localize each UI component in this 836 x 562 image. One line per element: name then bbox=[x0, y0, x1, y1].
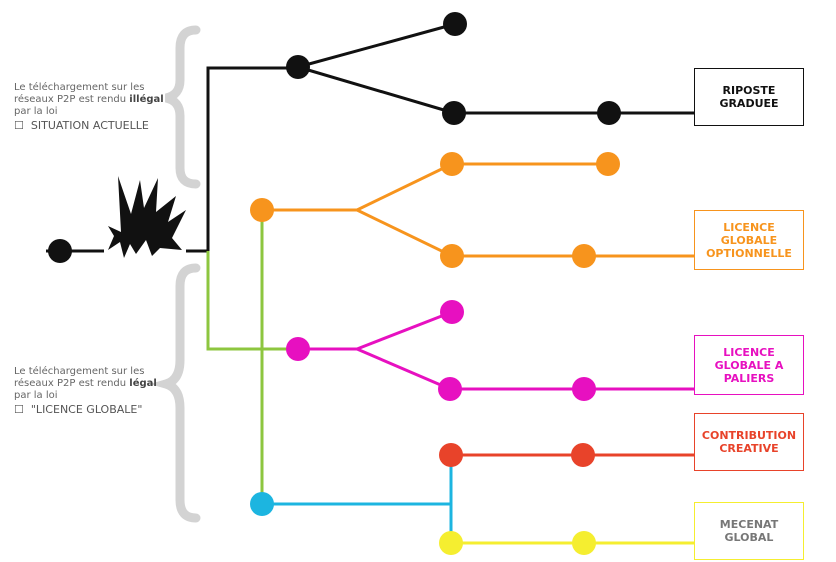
cyan-node-start bbox=[250, 492, 274, 516]
magenta-node-start bbox=[286, 337, 310, 361]
orange-line-up bbox=[356, 162, 453, 212]
box-licence-pal-line3: PALIERS bbox=[723, 371, 775, 385]
box-licence-opt-line3: OPTIONNELLE bbox=[706, 246, 792, 260]
magenta-node-end bbox=[572, 377, 596, 401]
orange-node-up-end bbox=[596, 152, 620, 176]
orange-node-up bbox=[440, 152, 464, 176]
magenta-line-down bbox=[356, 347, 451, 391]
red-node-start bbox=[439, 443, 463, 467]
note-legal: Le téléchargement sur les réseaux P2P es… bbox=[14, 366, 174, 416]
box-licence-pal-line1: LICENCE bbox=[723, 345, 775, 359]
black-node-split bbox=[286, 55, 310, 79]
yellow-node-end bbox=[572, 531, 596, 555]
situation-text-legal: "LICENCE GLOBALE" bbox=[30, 403, 143, 416]
box-mecenat-line1: MECENAT bbox=[719, 518, 779, 531]
orange-node-down bbox=[440, 244, 464, 268]
brace-top bbox=[164, 25, 201, 189]
box-mecenat-line2: GLOBAL bbox=[724, 531, 774, 544]
black-down-line bbox=[297, 65, 455, 115]
box-licence-opt-line1: LICENCE bbox=[723, 220, 775, 234]
yellow-node-start bbox=[439, 531, 463, 555]
checkbox-icon: ☐ bbox=[14, 403, 24, 416]
note-illegal-keyword: illégal bbox=[129, 94, 164, 105]
brace-bottom bbox=[149, 263, 201, 523]
magenta-node-up bbox=[440, 300, 464, 324]
black-trunk bbox=[206, 66, 298, 251]
note-illegal-line2-prefix: réseaux P2P est rendu bbox=[14, 94, 130, 105]
start-node bbox=[48, 239, 72, 263]
orange-line-down bbox=[356, 208, 453, 258]
situation-text-illegal: SITUATION ACTUELLE bbox=[30, 119, 149, 132]
note-legal-keyword: légal bbox=[129, 378, 157, 389]
magenta-line-up bbox=[356, 310, 453, 351]
box-contribution-line1: CONTRIBUTION bbox=[701, 429, 797, 442]
explosion-icon bbox=[108, 176, 186, 258]
black-node-end bbox=[597, 101, 621, 125]
note-legal-line3: par la loi bbox=[14, 390, 58, 401]
orange-node-start bbox=[250, 198, 274, 222]
black-node-up bbox=[443, 12, 467, 36]
green-trunk bbox=[206, 251, 298, 351]
note-legal-line2-prefix: réseaux P2P est rendu bbox=[14, 378, 130, 389]
box-licence-opt-line2: GLOBALE bbox=[720, 233, 778, 247]
situation-label-legal: ☐ "LICENCE GLOBALE" bbox=[14, 404, 174, 416]
black-node-down bbox=[442, 101, 466, 125]
box-riposte-line2: GRADUEE bbox=[719, 97, 779, 110]
note-illegal-line3: par la loi bbox=[14, 106, 58, 117]
black-up-line bbox=[297, 22, 456, 69]
note-legal-line1: Le téléchargement sur les bbox=[14, 366, 145, 377]
orange-node-end bbox=[572, 244, 596, 268]
note-illegal-line1: Le téléchargement sur les bbox=[14, 82, 145, 93]
box-contribution-line2: CREATIVE bbox=[719, 442, 779, 455]
magenta-node-down bbox=[438, 377, 462, 401]
box-riposte-line1: RIPOSTE bbox=[722, 84, 776, 97]
box-licence-pal-line2: GLOBALE A bbox=[714, 358, 784, 372]
note-illegal: Le téléchargement sur les réseaux P2P es… bbox=[14, 82, 174, 132]
checkbox-icon: ☐ bbox=[14, 119, 24, 132]
situation-label-illegal: ☐ SITUATION ACTUELLE bbox=[14, 120, 174, 132]
red-node-end bbox=[571, 443, 595, 467]
